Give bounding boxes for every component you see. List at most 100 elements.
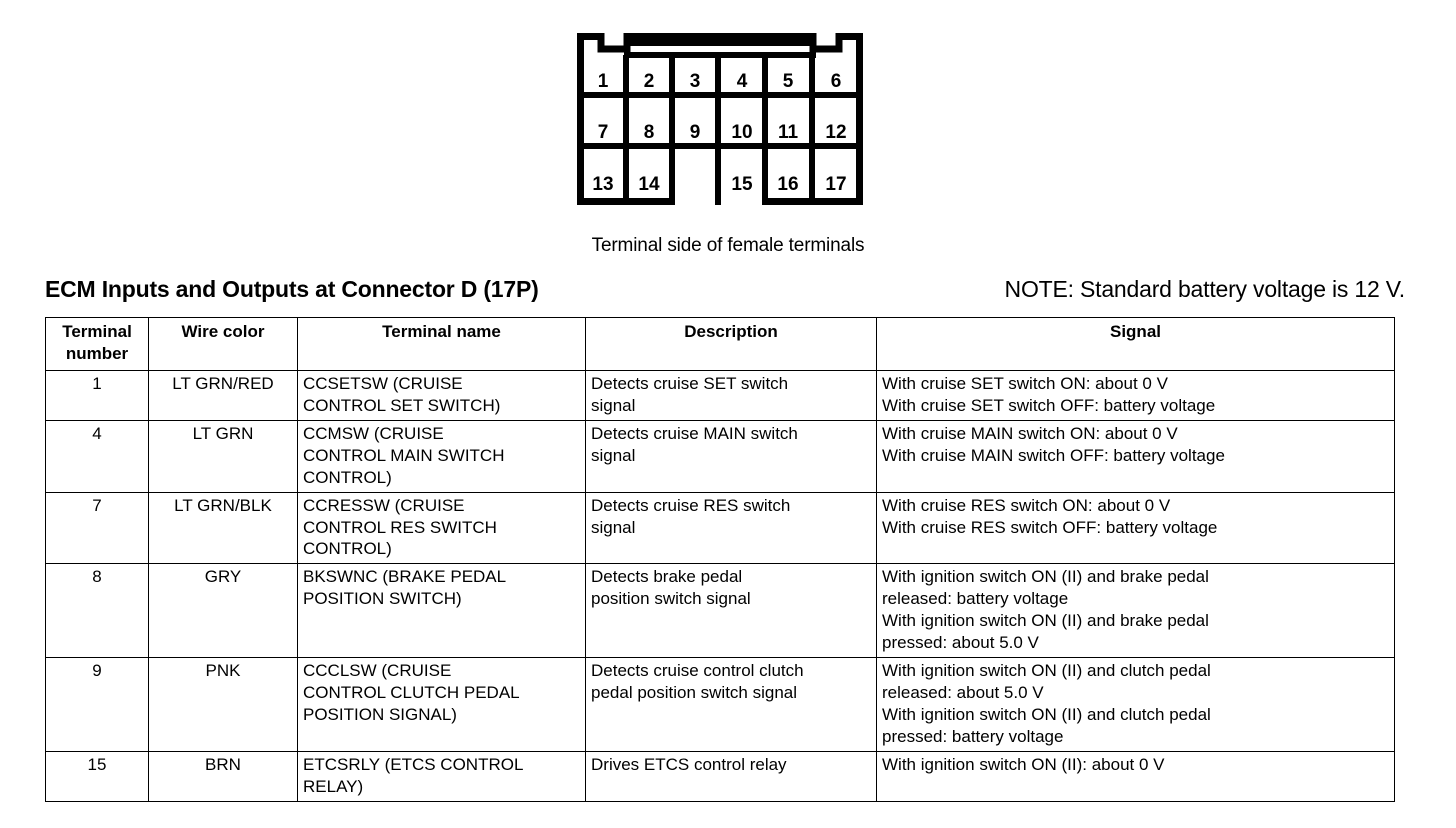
column-header-wire-color: Wire color xyxy=(148,317,298,371)
cell-terminal-name: CCSETSW (CRUISE CONTROL SET SWITCH) xyxy=(297,370,586,421)
cell-wire-color: GRY xyxy=(148,563,298,659)
cell-terminal-number: 15 xyxy=(45,750,149,802)
connector-pinout-diagram: 1 2 3 4 5 6 7 8 9 10 11 12 13 14 15 16 1… xyxy=(577,33,863,205)
cell-description-line: pedal position switch signal xyxy=(591,682,798,702)
cell-description-line: Detects cruise RES switch xyxy=(591,495,791,515)
connector-pin-13: 13 xyxy=(592,174,613,195)
cell-terminal-name-line: CONTROL) xyxy=(303,539,392,559)
cell-signal: With ignition switch ON (II): about 0 V xyxy=(876,750,1395,802)
cell-wire-color: PNK xyxy=(148,657,298,752)
cell-signal-line: released: battery voltage xyxy=(882,589,1069,609)
cell-description-line: Detects cruise MAIN switch xyxy=(591,423,798,443)
cell-description-line: Drives ETCS control relay xyxy=(591,754,787,774)
connector-pin-3: 3 xyxy=(690,71,701,92)
connector-pin-7: 7 xyxy=(598,122,609,143)
cell-description-line: signal xyxy=(591,445,636,465)
column-header-signal: Signal xyxy=(876,317,1395,371)
cell-terminal-name-line: CONTROL CLUTCH PEDAL xyxy=(303,682,520,702)
column-header-description: Description xyxy=(585,317,877,371)
cell-signal-line: With cruise MAIN switch OFF: battery vol… xyxy=(882,445,1225,465)
cell-terminal-number: 9 xyxy=(45,657,149,752)
battery-voltage-note: NOTE: Standard battery voltage is 12 V. xyxy=(1004,276,1406,302)
cell-terminal-name-line: CONTROL MAIN SWITCH xyxy=(303,445,505,465)
column-header-wire-color-text: Wire color xyxy=(181,322,265,341)
cell-terminal-name-line: CCMSW (CRUISE xyxy=(303,423,444,443)
cell-terminal-name-line: CCSETSW (CRUISE xyxy=(303,374,463,393)
connector-pin-1: 1 xyxy=(598,71,609,92)
column-header-description-text: Description xyxy=(684,322,778,341)
cell-terminal-name-line: RELAY) xyxy=(303,776,364,796)
cell-signal-line: With cruise RES switch OFF: battery volt… xyxy=(882,517,1218,537)
cell-signal-line: With ignition switch ON (II) and clutch … xyxy=(882,704,1211,724)
cell-signal: With ignition switch ON (II) and brake p… xyxy=(876,563,1395,659)
cell-signal-line: With ignition switch ON (II) and brake p… xyxy=(882,567,1209,587)
table-header-row: ECM Inputs and Outputs at Connector D (1… xyxy=(45,276,1405,303)
cell-terminal-name-line: CCRESSW (CRUISE xyxy=(303,495,465,515)
cell-signal-line: pressed: battery voltage xyxy=(882,726,1064,746)
connector-pin-2: 2 xyxy=(644,71,655,92)
cell-description-line: Detects brake pedal xyxy=(591,567,743,587)
connector-pin-11: 11 xyxy=(778,122,799,143)
cell-description-line: signal xyxy=(591,517,636,537)
connector-pin-9: 9 xyxy=(690,122,701,143)
diagram-caption: Terminal side of female terminals xyxy=(591,235,865,256)
cell-wire-color: LT GRN/BLK xyxy=(148,491,298,565)
cell-description-line: signal xyxy=(591,395,636,415)
cell-description-line: position switch signal xyxy=(591,589,751,609)
connector-pin-16: 16 xyxy=(777,174,798,195)
connector-pin-4: 4 xyxy=(737,71,748,92)
cell-description-line: Detects cruise control clutch xyxy=(591,661,804,681)
connector-pin-6: 6 xyxy=(831,71,842,92)
connector-pin-5: 5 xyxy=(783,71,794,92)
cell-terminal-name-line: BKSWNC (BRAKE PEDAL xyxy=(303,567,507,587)
connector-pin-14: 14 xyxy=(638,174,660,195)
connector-pin-8: 8 xyxy=(644,122,655,143)
cell-wire-color: BRN xyxy=(148,750,298,802)
connector-pin-12: 12 xyxy=(825,122,846,143)
cell-signal-line: With ignition switch ON (II) and clutch … xyxy=(882,661,1211,681)
cell-description: Drives ETCS control relay xyxy=(585,750,877,802)
connector-pin-15: 15 xyxy=(731,174,753,195)
page-title: ECM Inputs and Outputs at Connector D (1… xyxy=(45,276,539,302)
cell-wire-color: LT GRN xyxy=(148,419,298,493)
cell-signal-line: With cruise RES switch ON: about 0 V xyxy=(882,495,1171,515)
cell-terminal-name-line: CONTROL RES SWITCH xyxy=(303,517,497,537)
cell-terminal-number: 7 xyxy=(45,491,149,565)
cell-signal-line: pressed: about 5.0 V xyxy=(882,633,1039,653)
cell-terminal-name-line: POSITION SIGNAL) xyxy=(303,704,457,724)
connector-outline-svg: 1 2 3 4 5 6 7 8 9 10 11 12 13 14 15 16 1… xyxy=(577,33,863,205)
cell-terminal-number: 8 xyxy=(45,563,149,659)
cell-description: Detects cruise SET switch signal xyxy=(585,370,877,421)
cell-terminal-name-line: POSITION SWITCH) xyxy=(303,589,462,609)
cell-terminal-name-line: CONTROL SET SWITCH) xyxy=(303,395,501,415)
cell-signal-line: With cruise SET switch ON: about 0 V xyxy=(882,374,1168,393)
column-header-terminal-name: Terminal name xyxy=(297,317,586,371)
column-header-terminal-name-text: Terminal name xyxy=(382,322,501,341)
column-header-signal-text: Signal xyxy=(1109,322,1161,341)
cell-description-line: Detects cruise SET switch xyxy=(591,374,789,393)
cell-wire-color: LT GRN/RED xyxy=(148,370,298,421)
cell-terminal-name-line: CONTROL) xyxy=(303,467,392,487)
cell-signal-line: With cruise MAIN switch ON: about 0 V xyxy=(882,423,1178,443)
cell-terminal-number: 1 xyxy=(45,370,149,421)
